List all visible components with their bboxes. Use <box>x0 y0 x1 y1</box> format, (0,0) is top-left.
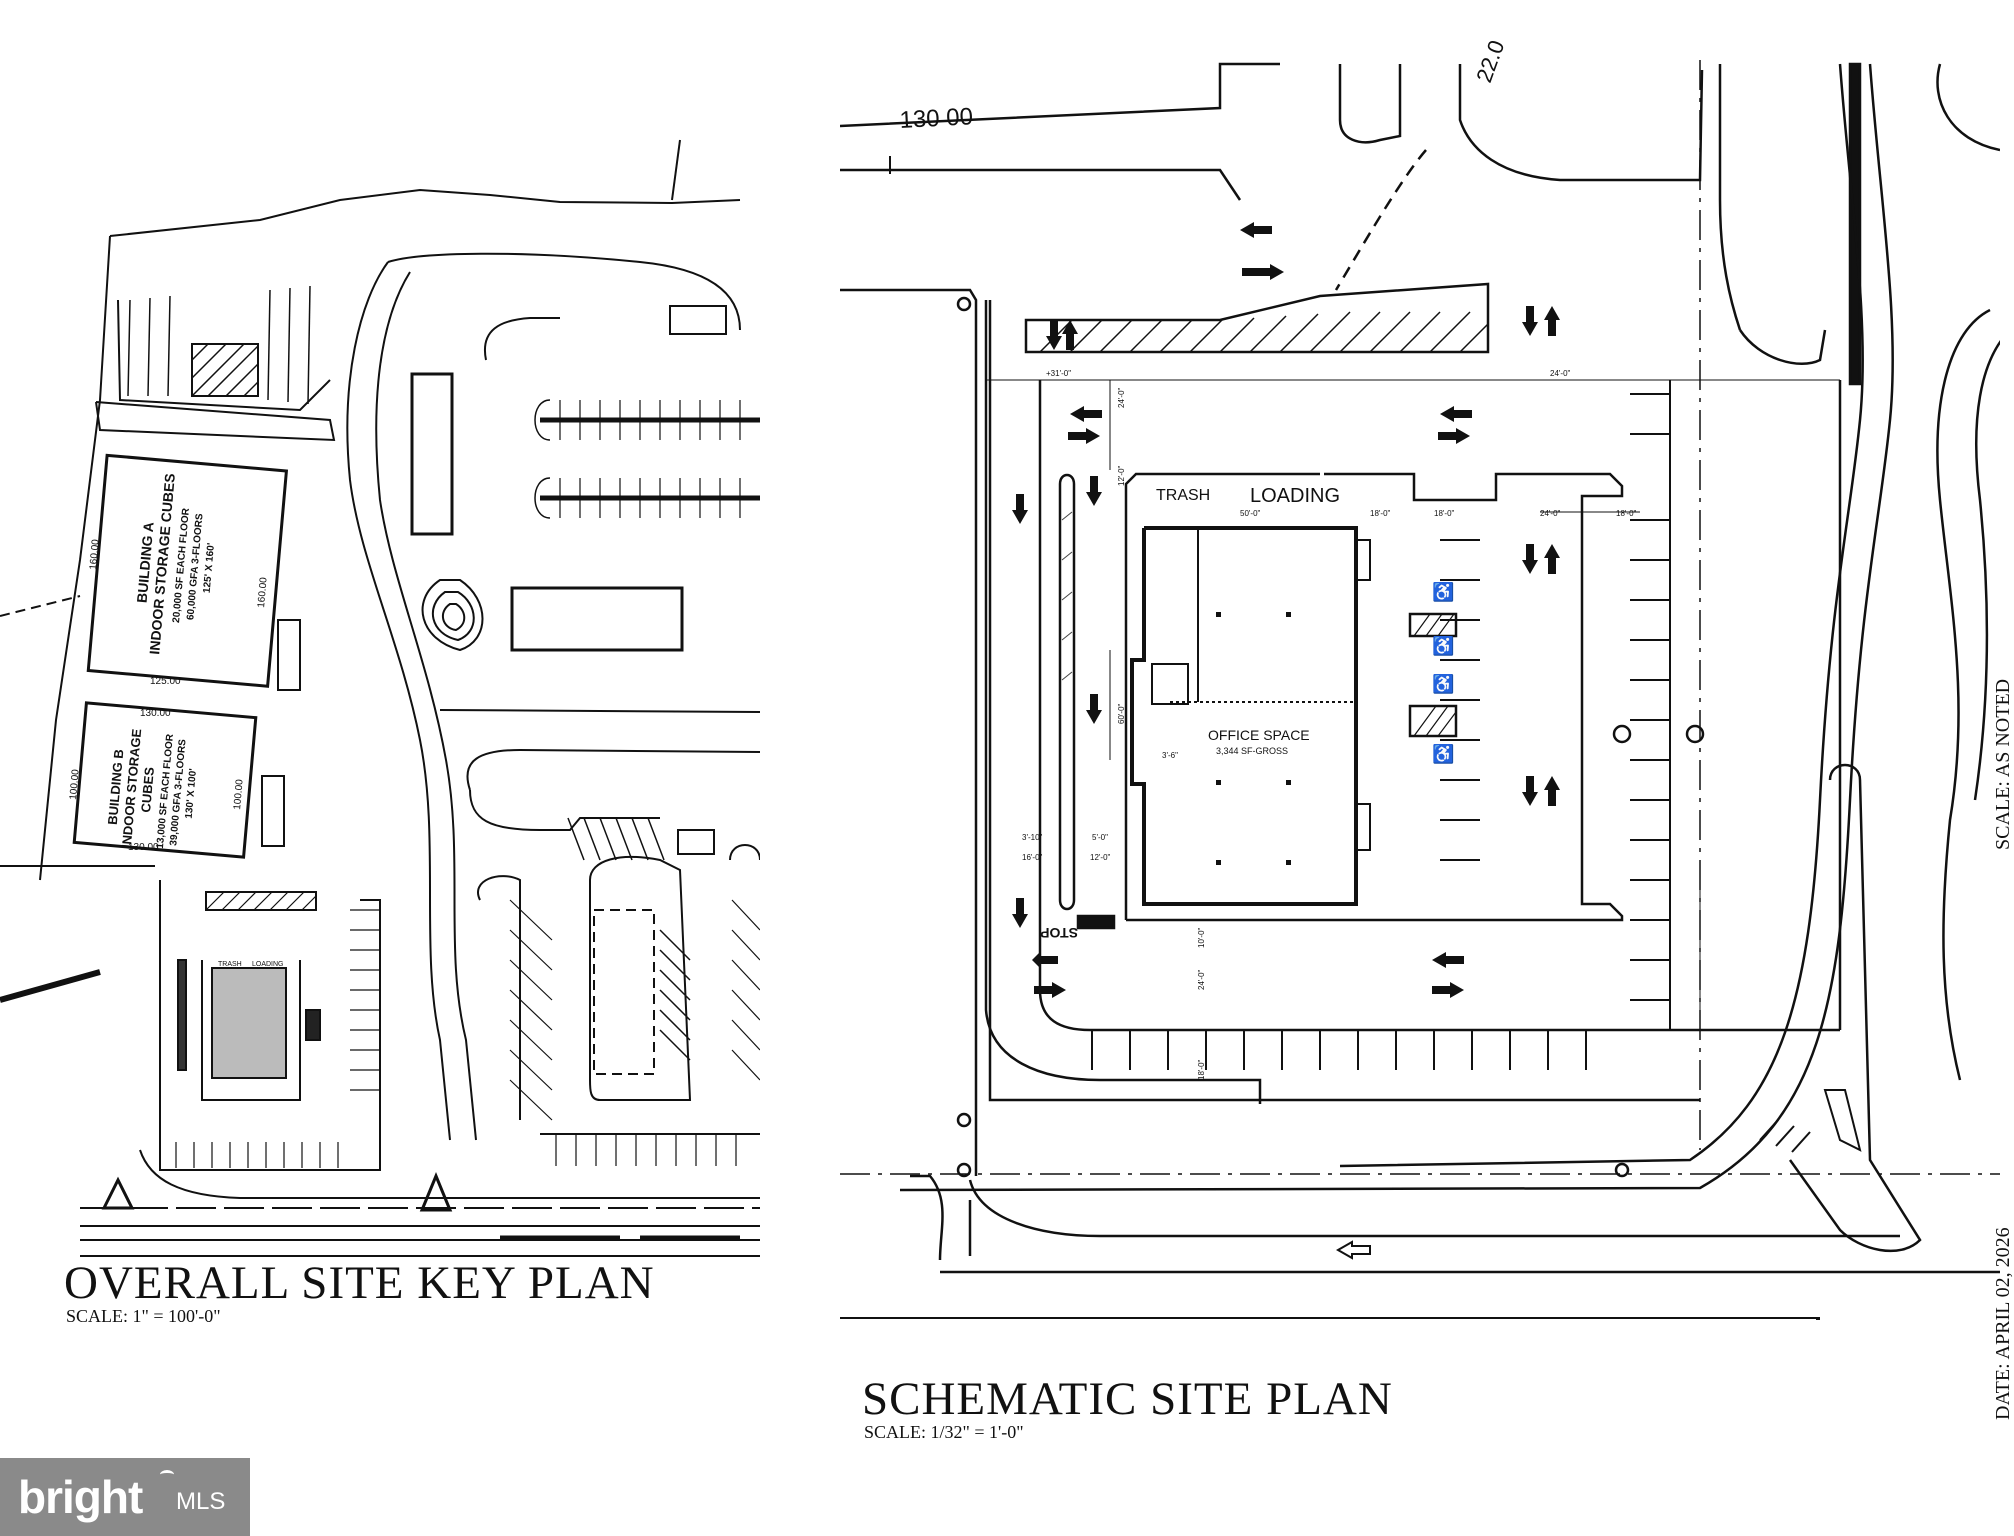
building-b-name: BUILDING B <box>105 749 127 826</box>
schematic-plan-scale: SCALE: 1/32" = 1'-0" <box>864 1422 1024 1442</box>
key-plan-scale: SCALE: 1" = 100'-0" <box>66 1306 221 1326</box>
office-area-label: 3,344 SF-GROSS <box>1216 746 1288 756</box>
building-b-size: 130' X 100' <box>184 768 199 819</box>
office-building-outline <box>1130 526 1358 906</box>
accessible-aisle-2 <box>1408 704 1458 738</box>
building-b-dim-left: 100.00 <box>68 768 82 800</box>
dim-4: 12'-0" <box>1117 465 1126 486</box>
dim-10: 60'-0" <box>1117 703 1126 724</box>
key-plan-retail-building <box>593 909 655 1075</box>
office-space-label: OFFICE SPACE <box>1208 727 1310 743</box>
mls-logo-text: MLS <box>176 1488 226 1515</box>
dim-1: +31'-0" <box>1046 369 1071 378</box>
scale-as-noted-note: SCALE: AS NOTED <box>1992 678 2014 850</box>
key-plan-title: OVERALL SITE KEY PLAN <box>64 1257 655 1309</box>
dim-16: 10'-0" <box>1197 927 1206 948</box>
bright-mls-watermark: bright MLS <box>0 1458 250 1536</box>
building-a-footprint <box>86 453 289 688</box>
date-note: DATE: APRIL 02, 2026 <box>1992 1227 2014 1420</box>
building-a-size: 125' X 160' <box>202 542 217 593</box>
svg-text:♿: ♿ <box>1432 673 1454 694</box>
key-plan-loading-label: LOADING <box>252 961 284 968</box>
dim-8: 24'-0" <box>1540 509 1561 518</box>
building-b-footprint <box>72 701 258 859</box>
key-plan-trash-label: TRASH <box>218 961 242 968</box>
dim-5: 50'-0" <box>1240 509 1261 518</box>
dim-14: 16'-0" <box>1022 853 1043 862</box>
dim-2: 24'-0" <box>1117 387 1126 408</box>
trash-label: TRASH <box>1156 487 1210 504</box>
building-b-dim-right: 100.00 <box>232 778 246 810</box>
building-b-use-2: CUBES <box>138 766 157 813</box>
dim-18: 18'-0" <box>1197 1059 1206 1080</box>
hatched-landscape-area <box>1024 282 1490 354</box>
svg-text:♿: ♿ <box>1432 581 1454 602</box>
dim-11: 3'-6" <box>1162 751 1178 760</box>
building-a-name: BUILDING A <box>134 521 157 603</box>
road-label: 130 00 <box>899 103 974 134</box>
loading-label: LOADING <box>1250 485 1340 507</box>
building-a-dim-height: 160.00 <box>88 538 102 570</box>
dim-13: 5'-0" <box>1092 833 1108 842</box>
bright-logo-arc-icon <box>160 1470 174 1479</box>
dim-17: 24'-0" <box>1197 969 1206 990</box>
svg-text:♿: ♿ <box>1432 635 1454 656</box>
building-a-dim-right: 160.00 <box>256 576 270 608</box>
building-a-dim-width: 125.00 <box>150 676 181 687</box>
building-b-dim-top: 130.00 <box>140 708 171 719</box>
dim-12: 3'-10" <box>1022 833 1043 842</box>
dim-3: 24'-0" <box>1550 369 1571 378</box>
overall-site-key-plan: BUILDING A INDOOR STORAGE CUBES 20,000 S… <box>0 139 760 1257</box>
road-label-2: 22.0 <box>1471 37 1509 86</box>
building-b-dim-bottom: 130.00 <box>128 842 159 853</box>
dim-6: 18'-0" <box>1370 509 1391 518</box>
stop-label: STOP <box>1040 925 1078 941</box>
schematic-plan-title: SCHEMATIC SITE PLAN <box>862 1373 1393 1425</box>
dim-15: 12'-0" <box>1090 853 1111 862</box>
dim-7: 18'-0" <box>1434 509 1455 518</box>
dim-9: 18'-0" <box>1616 509 1637 518</box>
key-plan-office-building <box>211 967 287 1079</box>
schematic-site-plan: 130 00 22.0 <box>840 37 2000 1320</box>
accessible-aisle-1 <box>1408 612 1458 638</box>
hatched-lot <box>191 343 259 397</box>
bright-logo-text: bright <box>18 1471 143 1523</box>
svg-text:♿: ♿ <box>1432 743 1454 764</box>
